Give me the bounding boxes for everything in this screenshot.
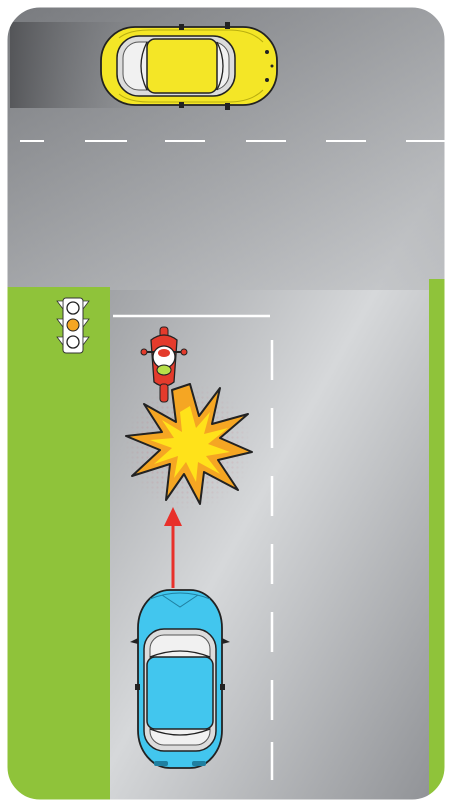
blue-car-icon bbox=[130, 590, 230, 768]
red-lamp bbox=[67, 302, 79, 314]
yellow-car-icon bbox=[101, 22, 277, 110]
green-lamp bbox=[67, 336, 79, 348]
grass-left bbox=[0, 287, 110, 801]
amber-lamp bbox=[67, 319, 79, 331]
